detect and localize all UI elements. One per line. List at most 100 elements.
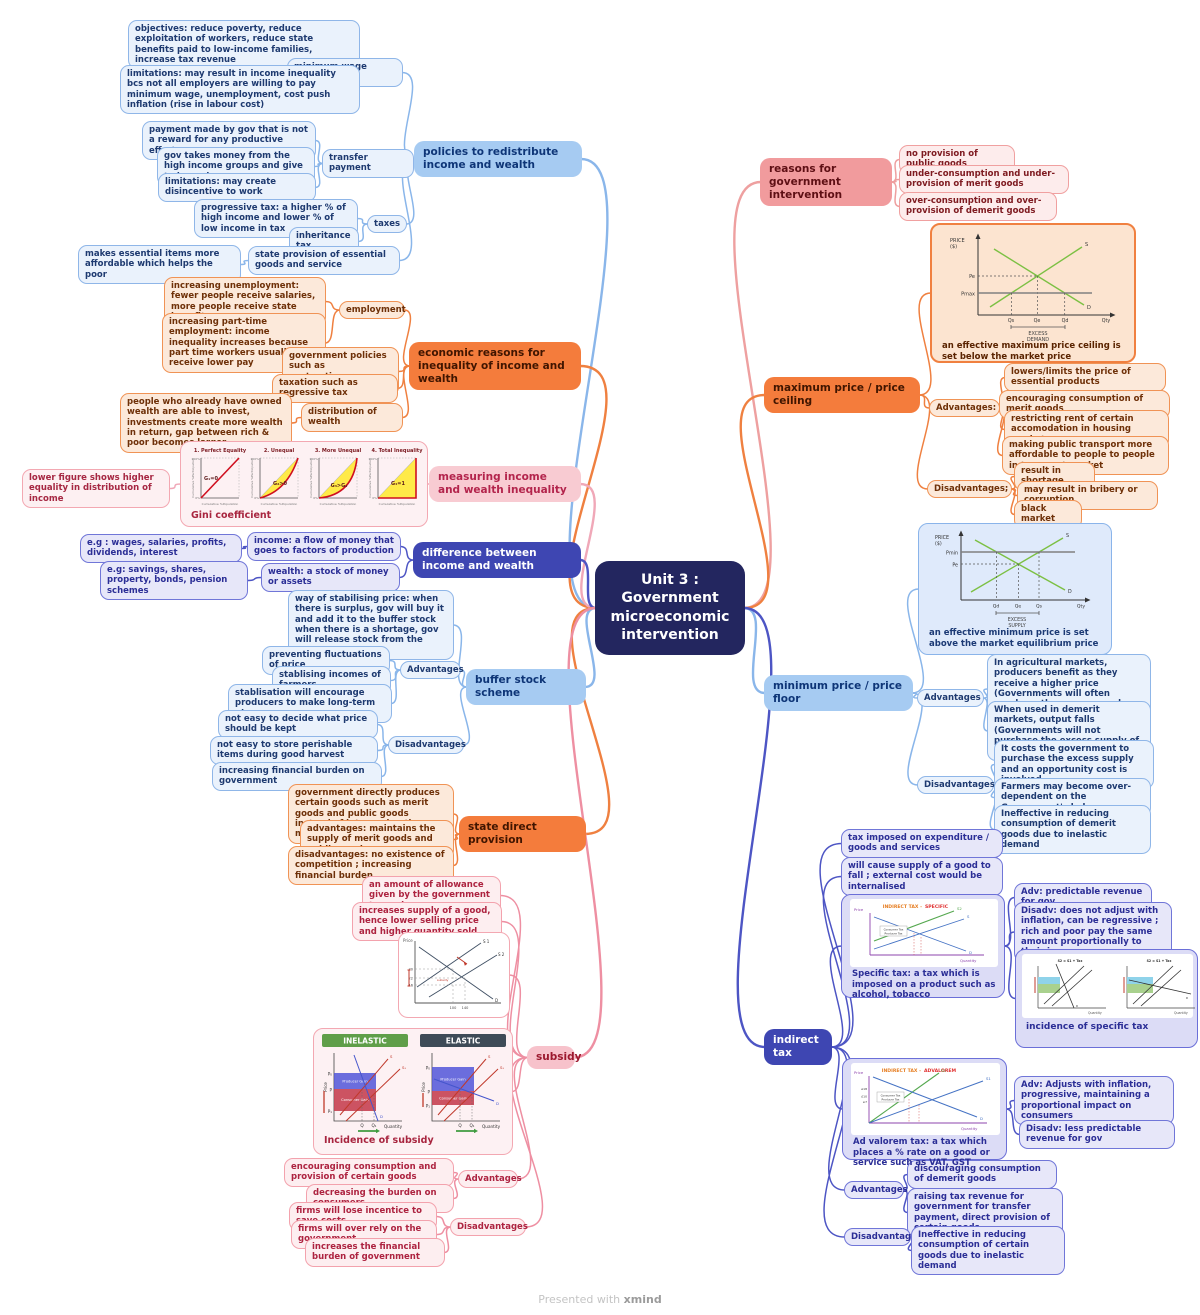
svg-text:subsidy: subsidy: [437, 978, 449, 982]
subsidy-dis-node[interactable]: Disadvantages: [450, 1218, 528, 1237]
minprice-dis3-node[interactable]: Ineffective in reducing consumption of d…: [994, 805, 1151, 855]
svg-text:Cumulative %Participation: Cumulative %Participation: [309, 458, 313, 498]
svg-text:S: S: [1066, 533, 1069, 539]
svg-text:Producer Gain: Producer Gain: [342, 1080, 367, 1084]
svg-text:Quantity: Quantity: [1174, 1011, 1188, 1015]
svg-text:Cumulative %Population: Cumulative %Population: [320, 502, 357, 506]
advalorem-dis-node[interactable]: Disadv: less predictable revenue for gov: [1019, 1120, 1175, 1149]
state-provision-benefit-node[interactable]: makes essential items more affordable wh…: [78, 245, 241, 285]
svg-text:S: S: [488, 1054, 491, 1059]
buffer-dis2-node[interactable]: not easy to store perishable items durin…: [210, 736, 378, 765]
transfer-payment-node[interactable]: transfer payment: [322, 149, 414, 178]
svg-text:D: D: [1087, 305, 1091, 311]
subsidy-supply-shift-chart[interactable]: Price D S 1 S 2 30 22 16 100 140 subsidy: [398, 932, 510, 1018]
specific-tax-panel[interactable]: INDIRECT TAX - SPECIFIC Price Quantity D…: [841, 894, 1005, 1000]
svg-text:Cumulative %Participation: Cumulative %Participation: [368, 458, 372, 498]
reasons-demerit-node[interactable]: over-consumption and over-provision of d…: [899, 192, 1057, 221]
svg-text:Quantity: Quantity: [961, 1126, 978, 1131]
svg-text:4. Total Inequality: 4. Total Inequality: [372, 448, 424, 454]
indirect-topic-node[interactable]: indirect tax: [764, 1029, 832, 1065]
measuring-topic-node[interactable]: measuring income and wealth inequality: [429, 466, 581, 502]
incidence-of-specific-tax-caption: incidence of specific tax: [1026, 1022, 1149, 1032]
gini-coefficient-panel[interactable]: 1. Perfect Equality G₁=0 100% 0% Cumulat…: [180, 441, 428, 527]
gini-lorenz-charts: 1. Perfect Equality G₁=0 100% 0% Cumulat…: [191, 448, 424, 506]
provision-topic-node[interactable]: state direct provision: [459, 816, 586, 852]
incidence-of-subsidy-panel[interactable]: INELASTIC ELASTIC Price Quantity Produce…: [313, 1028, 513, 1155]
progressive-tax-node[interactable]: progressive tax: a higher % of high inco…: [194, 199, 358, 239]
maximum-price-chart-panel[interactable]: PRICE ($) S D Pe Pmax Qs Qe Qd Qty EXCES…: [930, 223, 1136, 363]
minimum-price-chart-panel[interactable]: PRICE ($) S D Pmin Pe Qd Qe Qs Qty EXCES…: [918, 523, 1112, 655]
svg-text:PRICE: PRICE: [935, 535, 949, 541]
svg-text:G₄=1: G₄=1: [391, 481, 405, 487]
buffer-adv-node[interactable]: Advantages: [400, 661, 464, 680]
svg-text:Qty: Qty: [1102, 318, 1111, 324]
buffer-dis-node[interactable]: Disadvantages: [388, 736, 466, 755]
svg-text:S2: S2: [941, 1068, 946, 1073]
subsidy-topic-node[interactable]: subsidy: [527, 1046, 581, 1069]
subsidy-adv-node[interactable]: Advantages: [458, 1170, 522, 1189]
buffer-dis1-node[interactable]: not easy to decide what price should be …: [218, 710, 378, 739]
svg-text:D: D: [380, 1114, 383, 1119]
specific-dis-node[interactable]: Disadv: does not adjust with inflation, …: [1014, 902, 1172, 962]
svg-text:Price: Price: [403, 938, 413, 943]
indirect-dis-node[interactable]: Disadvantage: [844, 1228, 917, 1247]
svg-text:Quantity: Quantity: [482, 1124, 501, 1129]
svg-text:S2 = S1 + Tax: S2 = S1 + Tax: [1147, 959, 1172, 963]
svg-text:Cumulative %Participation: Cumulative %Participation: [191, 458, 195, 498]
minprice-adv-node[interactable]: Advantages: [917, 689, 984, 708]
inequality-topic-node[interactable]: economic reasons for inequality of incom…: [409, 342, 581, 391]
svg-text:S: S: [967, 914, 970, 919]
svg-text:Consumer Tax: Consumer Tax: [884, 928, 904, 932]
maxprice-dis-node[interactable]: Disadvantages;: [927, 480, 1012, 499]
indirect-adv1-node[interactable]: discouraging consumption of demerit good…: [907, 1160, 1057, 1189]
wealth-def-node[interactable]: wealth: a stock of money or assets: [261, 563, 400, 592]
wealth-distribution-node[interactable]: distribution of wealth: [301, 403, 403, 432]
indirect-def-node[interactable]: tax imposed on expenditure / goods and s…: [841, 829, 1003, 858]
svg-text:Q₁: Q₁: [372, 1123, 377, 1128]
indirect-adv-node[interactable]: Advantages: [844, 1181, 908, 1200]
minprice-dis-node[interactable]: Disadvantages: [917, 776, 995, 795]
advalorem-adv-node[interactable]: Adv: Adjusts with inflation, progressive…: [1014, 1076, 1174, 1126]
subsidy-dis3-node[interactable]: increases the financial burden of govern…: [305, 1238, 445, 1267]
employment-node[interactable]: employment: [339, 301, 406, 320]
svg-text:Quantity: Quantity: [1088, 1011, 1102, 1015]
reasons-topic-node[interactable]: reasons for government intervention: [760, 158, 892, 207]
indirect-dis1-node[interactable]: Ineffective in reducing consumption of c…: [911, 1226, 1065, 1276]
svg-text:Qe: Qe: [1034, 318, 1041, 324]
incidence-of-specific-tax-panel[interactable]: S2 = S1 + Tax D Quantity S2 = S1 + Tax D…: [1015, 949, 1198, 1048]
svg-text:Pe: Pe: [952, 563, 958, 569]
subsidy-adv1-node[interactable]: encouraging consumption and provision of…: [284, 1158, 454, 1187]
maxprice-adv-node[interactable]: Advantages:: [929, 399, 1000, 418]
reasons-merit-node[interactable]: under-consumption and under-provision of…: [899, 165, 1069, 194]
regressive-taxation-node[interactable]: taxation such as regressive tax: [272, 374, 398, 403]
min-wage-objectives-node[interactable]: objectives: reduce poverty, reduce explo…: [128, 20, 360, 70]
svg-text:D: D: [1076, 1004, 1078, 1008]
income-def-node[interactable]: income: a flow of money that goes to fac…: [247, 532, 401, 561]
svg-text:D: D: [1186, 996, 1188, 1000]
svg-text:Price: Price: [854, 1070, 864, 1075]
taxes-node[interactable]: taxes: [367, 215, 407, 234]
svg-text:($): ($): [950, 244, 957, 250]
transfer-limitations-node[interactable]: limitations: may create disincentive to …: [158, 173, 316, 202]
minprice-topic-node[interactable]: minimum price / price floor: [764, 675, 913, 711]
svg-text:Q: Q: [458, 1123, 462, 1128]
center-node[interactable]: Unit 3 : Government microeconomic interv…: [595, 561, 745, 655]
min-wage-limitations-node[interactable]: limitations: may result in income inequa…: [120, 65, 360, 115]
policies-topic-node[interactable]: policies to redistribute income and weal…: [414, 141, 582, 177]
maxprice-adv1-node[interactable]: lowers/limits the price of essential pro…: [1004, 363, 1166, 392]
svg-text:D: D: [980, 1116, 983, 1121]
ad-valorem-tax-panel[interactable]: INDIRECT TAX - ADVALOREM Price Quantity …: [842, 1058, 1007, 1168]
svg-text:ADVALOREM: ADVALOREM: [924, 1068, 957, 1074]
state-provision-node[interactable]: state provision of essential goods and s…: [248, 246, 400, 275]
svg-text:S: S: [390, 1054, 393, 1059]
svg-text:1. Perfect Equality: 1. Perfect Equality: [194, 448, 247, 454]
svg-text:SUPPLY: SUPPLY: [1008, 623, 1025, 628]
wealth-examples-node[interactable]: e.g: savings, shares, property, bonds, p…: [100, 561, 248, 601]
svg-text:P₁: P₁: [426, 1104, 431, 1109]
income-wealth-topic-node[interactable]: difference between income and wealth: [413, 542, 581, 578]
income-examples-node[interactable]: e.g : wages, salaries, profits, dividend…: [80, 534, 242, 563]
indirect-effect-node[interactable]: will cause supply of a good to fall ; ex…: [841, 857, 1003, 897]
buffer-topic-node[interactable]: buffer stock scheme: [466, 669, 586, 705]
maxprice-topic-node[interactable]: maximum price / price ceiling: [764, 377, 920, 413]
lower-figure-node[interactable]: lower figure shows higher equality in di…: [22, 469, 170, 509]
